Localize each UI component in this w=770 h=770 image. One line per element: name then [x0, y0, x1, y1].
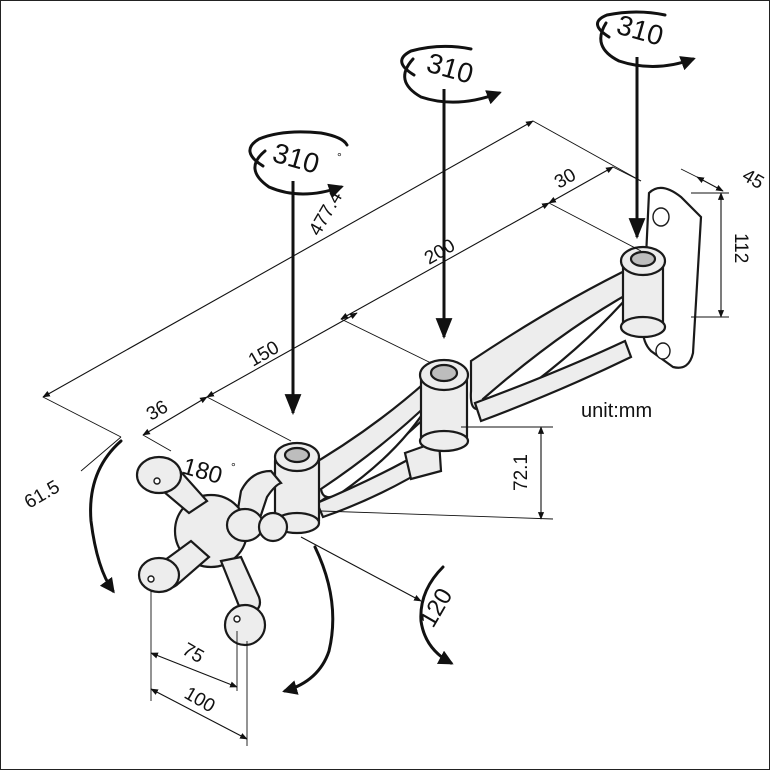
dim-arm-1: 150	[245, 337, 283, 371]
vesa-bracket	[135, 455, 289, 647]
wall-swivel-arc-top	[596, 10, 667, 39]
dimension-lines	[42, 120, 729, 746]
dim-head-width: 61.5	[21, 477, 64, 514]
dim-arm-drop: 72.1	[511, 454, 532, 491]
wall-pivot	[619, 245, 667, 339]
elbow-swivel-arc-top	[400, 44, 473, 77]
tilt-arc	[89, 439, 123, 594]
front-arm	[299, 377, 449, 519]
wall-swivel-arc	[599, 21, 696, 71]
rotate-leader	[300, 536, 422, 602]
dim-wall-offset: 30	[551, 165, 580, 194]
elbow-swivel-arc	[403, 57, 502, 105]
label-wall-swivel: 310	[613, 9, 666, 52]
dim-total-length: 477.4	[305, 187, 347, 239]
dim-vesa-large: 100	[181, 683, 219, 717]
elbow-pivot	[418, 358, 470, 453]
dim-plate-depth: 45	[739, 165, 768, 194]
deg-head-swivel: °	[337, 150, 342, 164]
unit-label: unit:mm	[581, 400, 652, 422]
label-elbow-swivel: 310	[423, 47, 476, 90]
deg-tilt: °	[231, 460, 236, 474]
dim-arm-2: 200	[421, 235, 459, 269]
rotate-arc-2	[419, 565, 454, 665]
dim-plate-height: 112	[730, 233, 751, 263]
dim-vesa-small: 75	[179, 639, 208, 668]
label-head-swivel: 310	[269, 137, 322, 180]
rotate-arc	[282, 545, 335, 695]
